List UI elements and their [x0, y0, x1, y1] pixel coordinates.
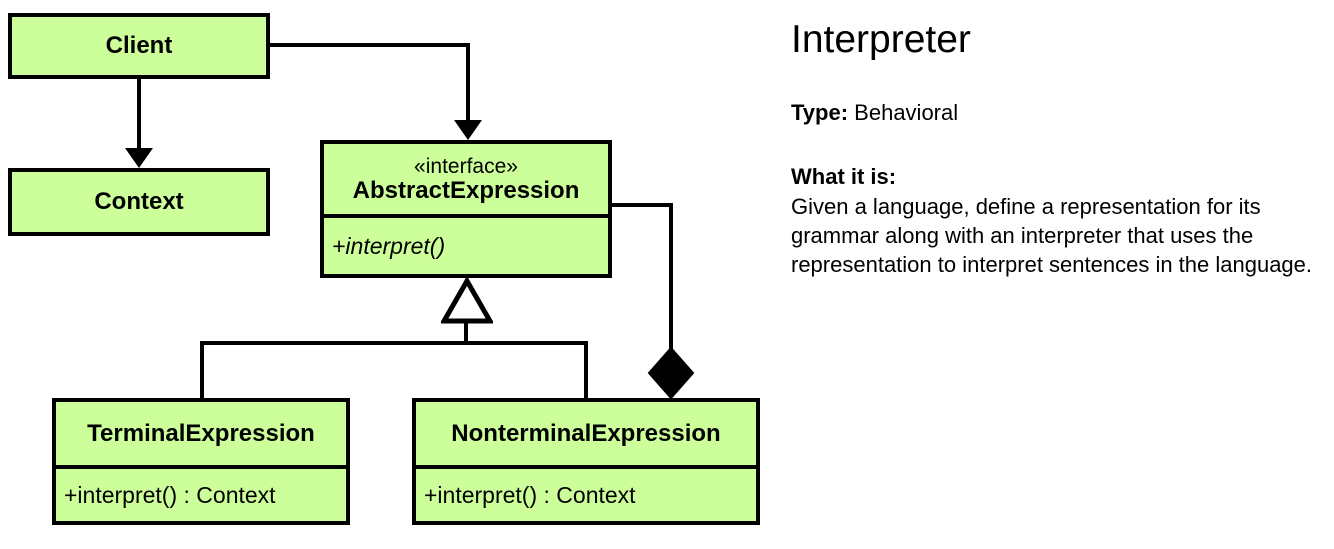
page-title: Interpreter [791, 18, 971, 61]
pattern-type-row: Type: Behavioral [791, 98, 1326, 127]
class-name-compartment: NonterminalExpression [416, 402, 756, 465]
pattern-type-label: Type: [791, 99, 849, 125]
connector-client-to-context-arrowhead [125, 148, 153, 168]
class-members-compartment: +interpret() : Context [56, 465, 346, 521]
class-name-compartment: Context [12, 172, 266, 232]
uml-class-client[interactable]: Client [8, 13, 270, 79]
uml-class-abstract-expression-stereotype: «interface» [414, 154, 518, 178]
connector-client-to-abstract-vertical [466, 43, 470, 123]
uml-class-terminal-expression[interactable]: TerminalExpression +interpret() : Contex… [52, 398, 350, 525]
uml-member-nonterminal-interpret: +interpret() : Context [424, 481, 636, 508]
uml-member-interpret: +interpret() [332, 232, 446, 259]
class-name-compartment: «interface» AbstractExpression [324, 144, 608, 214]
composition-horizontal [610, 203, 673, 207]
generalization-drop-terminal [200, 341, 204, 400]
connector-client-to-abstract-arrowhead [454, 120, 482, 140]
what-it-is-text: Given a language, define a representatio… [791, 194, 1313, 277]
composition-diamond-icon [647, 347, 695, 399]
generalization-stem [464, 320, 468, 345]
pattern-type-value: Behavioral [854, 99, 959, 125]
generalization-split-bar [200, 341, 588, 345]
uml-class-abstract-expression-name: AbstractExpression [352, 176, 580, 204]
class-members-compartment: +interpret() [324, 214, 608, 274]
connector-client-to-context-line [137, 79, 141, 151]
uml-class-terminal-expression-name: TerminalExpression [87, 419, 315, 447]
connector-client-to-abstract-horizontal [268, 43, 470, 47]
class-members-compartment: +interpret() : Context [416, 465, 756, 521]
uml-member-terminal-interpret: +interpret() : Context [64, 481, 276, 508]
class-name-compartment: TerminalExpression [56, 402, 346, 465]
uml-class-abstract-expression[interactable]: «interface» AbstractExpression +interpre… [320, 140, 612, 278]
what-it-is-label: What it is: [791, 163, 897, 189]
generalization-drop-nonterminal [584, 341, 588, 400]
class-name-compartment: Client [12, 17, 266, 75]
composition-vertical [669, 203, 673, 353]
pattern-info-panel: Interpreter Type: Behavioral What it is:… [791, 18, 1326, 280]
uml-class-client-name: Client [105, 32, 173, 60]
uml-class-nonterminal-expression-name: NonterminalExpression [451, 419, 721, 447]
uml-class-context[interactable]: Context [8, 168, 270, 236]
uml-class-nonterminal-expression[interactable]: NonterminalExpression +interpret() : Con… [412, 398, 760, 525]
uml-class-context-name: Context [94, 188, 184, 216]
